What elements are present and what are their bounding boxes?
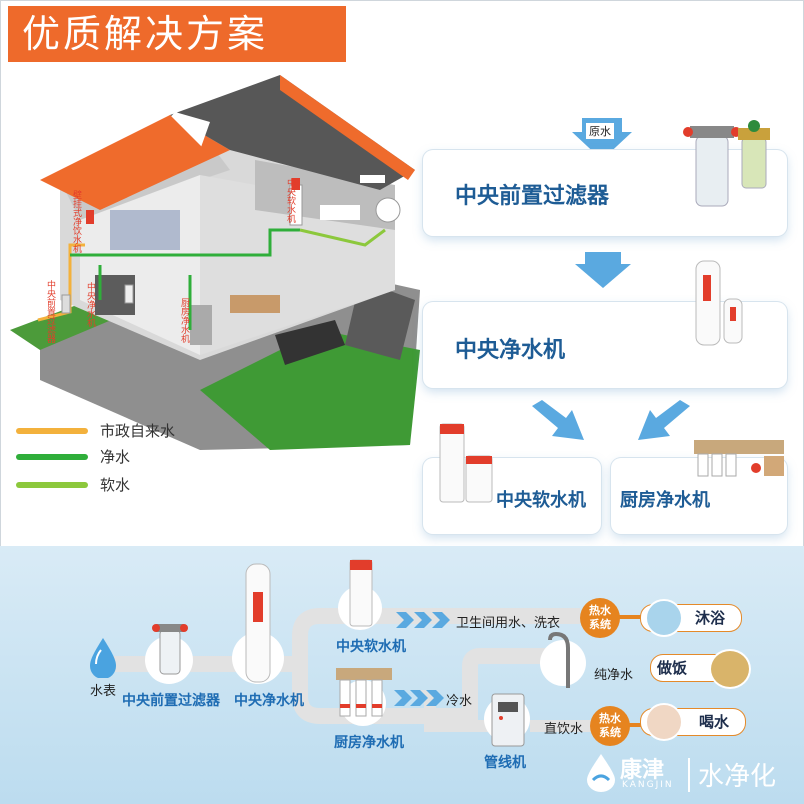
pipeline-dispenser-icon: [491, 693, 525, 747]
page-title: 优质解决方案: [8, 6, 346, 62]
bottom-purifier-label: 中央净水机: [234, 693, 304, 709]
card-prefilter-label: 中央前置过滤器: [455, 184, 610, 209]
legend-label: 市政自来水: [100, 422, 176, 440]
brand-slogan: 水净化: [698, 762, 777, 792]
kitchen-purifier-icon: [336, 668, 392, 717]
bottom-prefilter-label: 中央前置过滤器: [122, 693, 220, 709]
filter-icon: [683, 120, 770, 207]
house-label-bedroom: 壁挂式净饮水机: [71, 190, 81, 253]
faucet-circle: [540, 640, 586, 686]
bath-photo: [645, 599, 683, 637]
cold-water-label: 冷水: [446, 694, 473, 709]
bottom-softener-label: 中央软水机: [336, 639, 406, 655]
bathroom-water-label: 卫生间用水、洗衣: [456, 616, 561, 631]
bottom-kitchen-label: 厨房净水机: [334, 735, 404, 751]
arrow-down-icon: [575, 252, 631, 288]
brand-logo-icon: [587, 754, 615, 792]
pipe-municipal: [37, 243, 85, 322]
connector-line: [618, 615, 648, 619]
arrow-down-icon: [638, 400, 690, 440]
cook-pill: 做饭: [650, 649, 751, 689]
house-label-kitchen: 厨房净水机: [179, 298, 189, 343]
lawn: [200, 330, 420, 450]
legend-pure: 净水: [16, 446, 130, 467]
hot-system-badge-1: 热水系统: [580, 598, 620, 638]
softener-icon: [439, 423, 493, 503]
legend-swatch-pure: [16, 453, 88, 460]
legend-label: 净水: [100, 448, 131, 466]
brand-name: 康津: [620, 758, 665, 783]
house-label-purifier: 中央净水机: [85, 282, 95, 327]
kitchen-purifier-icon: [694, 440, 784, 477]
softener-icon: [349, 559, 373, 627]
brand-en: KANGJIN: [622, 780, 674, 790]
roof-right: [170, 75, 415, 190]
filter-icon: [152, 624, 188, 675]
connector-line: [628, 723, 648, 727]
bottom-pipeline-label: 管线机: [484, 755, 526, 771]
pipe-pure: [70, 228, 300, 257]
pipe-soft: [299, 228, 386, 247]
brand-divider: [688, 758, 690, 792]
pure-water-label: 纯净水: [594, 668, 634, 683]
cook-photo: [709, 649, 751, 689]
purifier-icon: [695, 260, 743, 346]
hot-system-badge-2: 热水系统: [590, 706, 630, 746]
legend-swatch-municipal: [16, 427, 88, 434]
arrow-down-icon: [532, 400, 584, 440]
card-softener-label: 中央软水机: [496, 490, 586, 511]
card-kitchen-label: 厨房净水机: [620, 490, 710, 511]
bottom-pipes: [100, 608, 600, 732]
chevrons-icon: [394, 690, 444, 706]
house-label-prefilter: 中央前置过滤器: [45, 280, 55, 343]
drink-photo: [645, 703, 683, 741]
legend-label: 软水: [100, 476, 131, 494]
bath-label: 沐浴: [695, 609, 726, 627]
purifier-icon: [245, 563, 271, 683]
drinking-water-label: 直饮水: [544, 722, 584, 737]
legend-swatch-soft: [16, 481, 88, 488]
meter-label: 水表: [90, 684, 117, 699]
drink-pill: 喝水: [640, 703, 746, 741]
legend-soft: 软水: [16, 474, 130, 495]
raw-water-label: 原水: [586, 123, 614, 139]
cook-label: 做饭: [657, 659, 688, 677]
house-illustration: [10, 75, 420, 450]
drink-label: 喝水: [699, 713, 730, 731]
card-purifier-label: 中央净水机: [455, 338, 566, 363]
water-drop-icon: [90, 638, 116, 678]
chevrons-icon: [396, 612, 450, 628]
bath-pill: 沐浴: [640, 599, 742, 637]
legend-municipal: 市政自来水: [16, 420, 175, 441]
house-label-softener: 中央软水机: [285, 178, 295, 223]
faucet-icon: [548, 631, 570, 688]
